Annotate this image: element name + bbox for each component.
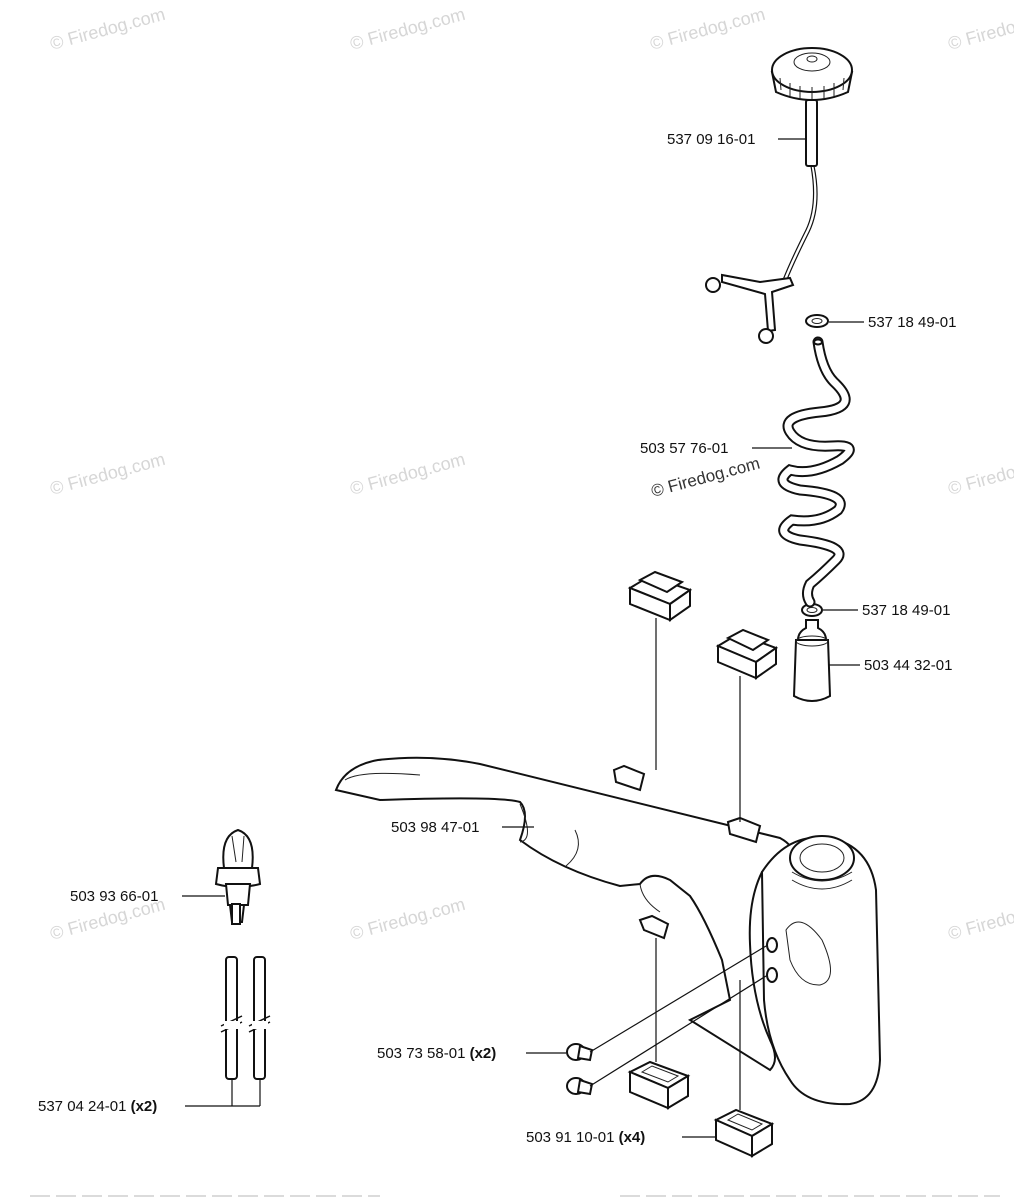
fuel-cap — [705, 47, 854, 344]
primer-bulb — [214, 828, 262, 925]
part-number-label: 503 98 47-01 — [391, 819, 479, 836]
rubber-mount — [627, 1060, 691, 1110]
watermark: © Firedog.com — [648, 4, 767, 54]
part-number-label: 503 73 58-01 (x2) — [377, 1045, 496, 1062]
part-number-label: 537 09 16-01 — [667, 131, 755, 148]
part-number-label: 537 04 24-01 (x2) — [38, 1098, 157, 1115]
part-number-label: 503 57 76-01 — [640, 440, 728, 457]
watermark: © Firedog.com — [946, 894, 1014, 944]
watermark: © Firedog.com — [348, 4, 467, 54]
watermark: © Firedog.com — [348, 449, 467, 499]
watermark: © Firedog.com — [48, 4, 167, 54]
plug — [566, 1077, 594, 1096]
o-ring-top — [805, 314, 829, 328]
part-number-label: 503 93 66-01 — [70, 888, 158, 905]
fuel-tank — [334, 756, 882, 1106]
watermark: © Firedog.com — [946, 449, 1014, 499]
fuel-hose-coil — [777, 336, 855, 608]
rubber-mount — [715, 628, 779, 680]
fuel-line-pair — [220, 956, 271, 1080]
part-labels: 537 09 16-01 537 18 49-01 503 57 76-01 5… — [38, 131, 956, 1146]
part-number-label: 503 91 10-01 (x4) — [526, 1129, 645, 1146]
fuel-filter — [792, 619, 832, 702]
rubber-mount — [627, 570, 693, 622]
plug — [566, 1043, 594, 1062]
watermark-inline: © Firedog.com — [649, 454, 762, 501]
watermark: © Firedog.com — [946, 4, 1014, 54]
part-number-label: 537 18 49-01 — [868, 314, 956, 331]
watermark: © Firedog.com — [348, 894, 467, 944]
rubber-mount — [713, 1108, 775, 1158]
leader-lines — [182, 138, 864, 1138]
watermark: © Firedog.com — [48, 449, 167, 499]
part-number-label: 537 18 49-01 — [862, 602, 950, 619]
part-number-label: 503 44 32-01 — [864, 657, 952, 674]
